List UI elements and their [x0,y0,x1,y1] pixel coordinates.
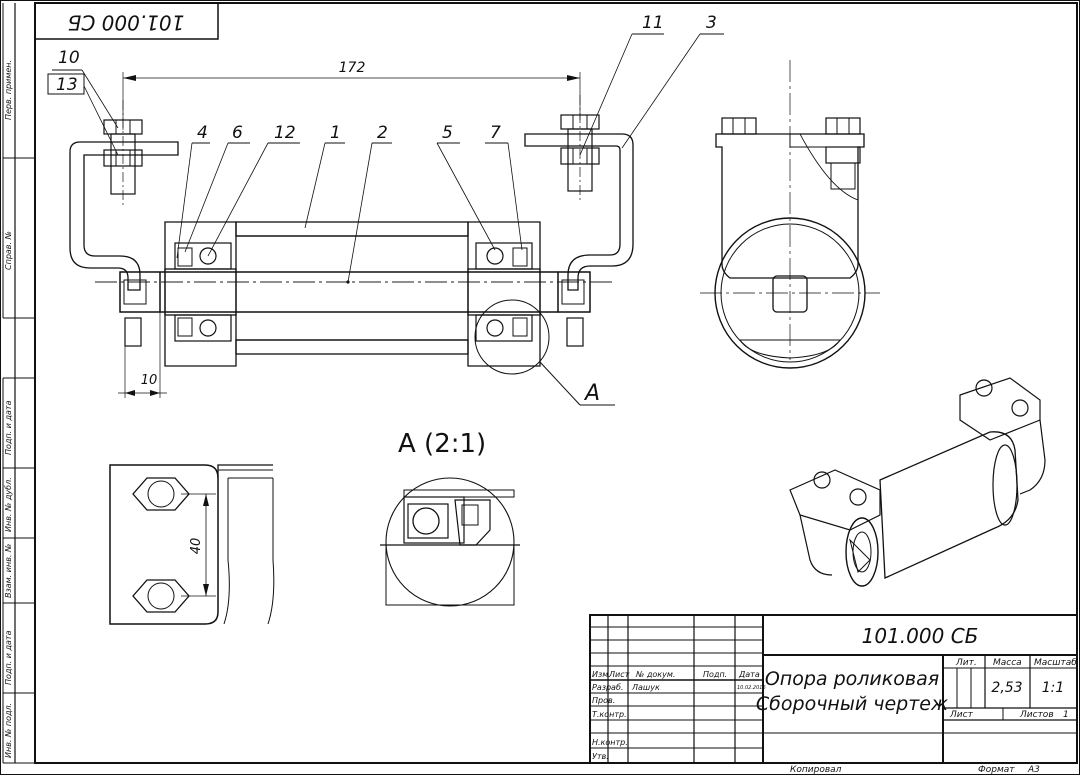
designation: 101.000 СБ [862,624,979,648]
title-block: Изм. Лист № докум. Подп. Дата Разраб. Ла… [589,614,1078,764]
hub-right [467,221,541,367]
side-labels: Перв. примен. Справ. № Подп. и дата Инв.… [4,60,13,758]
balloon-12: 12 [274,123,296,143]
balloon-6: 6 [232,123,243,143]
scale-value: 1:1 [1042,680,1065,696]
detail-a-view: A (2:1) [380,429,520,607]
name-line1: Опора роликовая [765,668,939,690]
shaft [119,271,591,313]
mass-label: Масса [993,658,1022,668]
section-letter: A [583,381,600,406]
bracket-left [69,141,179,291]
copied-label: Копировал [790,765,842,775]
format-label: Формат [978,765,1015,775]
role-approve: Утв. [592,752,609,761]
top-stamp-text: 101.000 СБ [68,11,185,35]
footer: Копировал Формат А3 [790,765,1040,775]
sheet-label: Лист [949,710,974,720]
top-stamp: 101.000 СБ [34,2,219,40]
hdr-izm: Изм. [592,670,611,679]
balloon-4: 4 [197,123,208,143]
balloon-10: 10 [58,48,80,68]
side-label-7: Инв. № подл. [4,703,13,758]
sheets-label: Листов [1019,710,1054,720]
balloon-1: 1 [330,123,341,143]
side-label-2: Справ. № [4,231,13,270]
dev-date: 10.02.2016 [737,685,766,691]
side-label-6: Подп. и дата [4,630,13,685]
format-value: А3 [1027,765,1040,775]
sheets-value: 1 [1063,710,1069,720]
balloons: 10 13 4 6 12 1 2 5 7 11 3 [47,13,724,283]
side-label-1: Перв. примен. [4,60,13,120]
mass-value: 2,53 [991,680,1022,696]
scale-label: Масштаб [1034,658,1077,668]
role-dev: Разраб. [592,683,623,692]
hdr-list: Лист [608,670,630,679]
balloon-11: 11 [642,13,664,33]
developer-name: Лашук [631,683,660,692]
side-label-5: Взам. инв. № [4,544,13,598]
side-view [700,60,880,369]
plan-view: 40 [109,464,275,625]
balloon-3: 3 [706,13,717,33]
role-tcontrol: Т.контр. [592,710,627,719]
isometric-view [789,377,1046,587]
bolt-right [560,95,600,200]
hdr-sign: Подп. [703,670,727,679]
roller-tube-top [235,221,469,237]
dim-172: 172 [339,60,366,76]
dim-40: 40 [189,538,204,555]
role-ncontrol: Н.контр. [592,738,628,747]
balloon-7: 7 [490,123,501,143]
bracket-right [524,133,634,291]
lit-label: Лит. [955,658,977,668]
name-line2: Сборочный чертеж [756,693,948,715]
balloon-2: 2 [377,123,388,143]
side-label-3: Подп. и дата [4,400,13,455]
main-section-view: A 172 10 [69,60,634,406]
hub-left [164,221,237,367]
side-label-4: Инв. № дубл. [4,477,13,532]
balloon-5: 5 [442,123,453,143]
dim-10: 10 [141,373,158,388]
role-check: Пров. [592,696,615,705]
hdr-doc: № докум. [635,670,675,679]
hdr-date: Дата [738,670,760,679]
roller-tube-bottom [235,339,469,355]
balloon-13: 13 [56,75,78,95]
detail-title: A (2:1) [398,429,486,459]
